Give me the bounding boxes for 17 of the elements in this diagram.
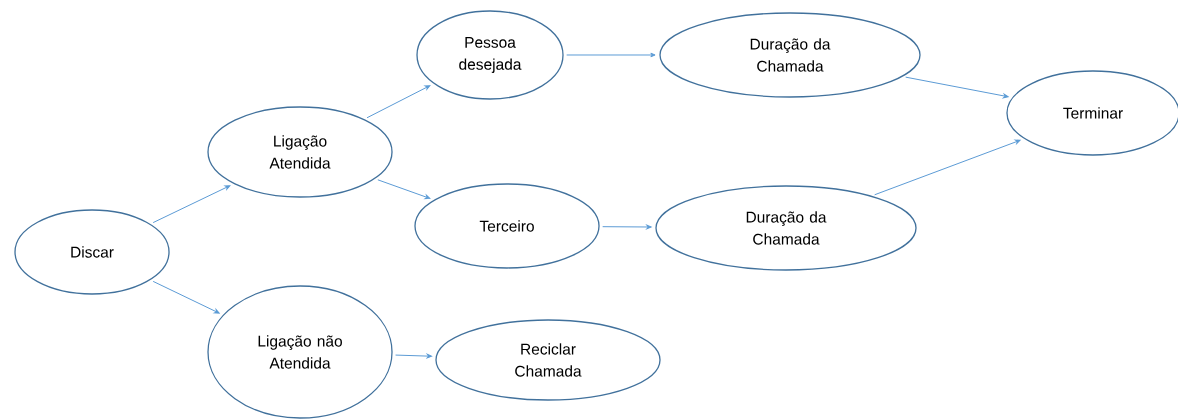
ellipse-node: Discar [14, 209, 170, 295]
arrow [366, 85, 431, 119]
ellipse-node: Pessoa desejada [416, 10, 564, 100]
ellipse-node: Duração da Chamada [655, 185, 917, 271]
arrow [395, 353, 433, 359]
arrow [874, 139, 1021, 196]
ellipse-node: Ligação não Atendida [207, 285, 393, 419]
ellipse-node: Duração da Chamada [659, 12, 921, 98]
arrow [566, 52, 656, 58]
ellipse-node: Ligação Atendida [207, 106, 393, 198]
ellipse-node: Reciclar Chamada [435, 319, 661, 401]
arrow [152, 280, 220, 314]
arrow [602, 224, 652, 230]
arrow [377, 179, 431, 200]
arrow [152, 185, 231, 224]
ellipse-node: Terceiro [414, 183, 600, 269]
arrow [905, 76, 1009, 99]
